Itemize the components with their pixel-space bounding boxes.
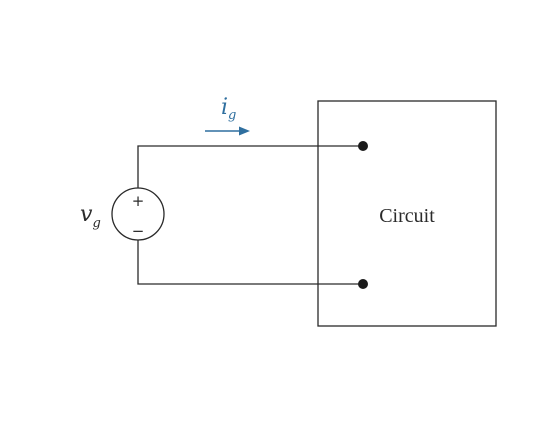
current-arrow-head <box>239 126 250 136</box>
bottom-wire <box>137 240 362 285</box>
voltage-symbol: v <box>80 202 93 227</box>
top-wire <box>137 145 362 188</box>
plus-sign: + <box>132 192 145 210</box>
current-symbol: i <box>221 95 228 120</box>
voltage-label: vg <box>80 202 101 231</box>
minus-sign: − <box>132 222 145 240</box>
top-terminal <box>358 141 368 151</box>
circuit-block <box>317 100 497 327</box>
circuit-block-label: Circuit <box>379 205 435 227</box>
bottom-terminal <box>358 279 368 289</box>
voltage-source <box>111 187 165 241</box>
current-subscript: g <box>228 108 236 123</box>
current-label: ig <box>221 95 236 123</box>
voltage-subscript: g <box>92 216 100 231</box>
